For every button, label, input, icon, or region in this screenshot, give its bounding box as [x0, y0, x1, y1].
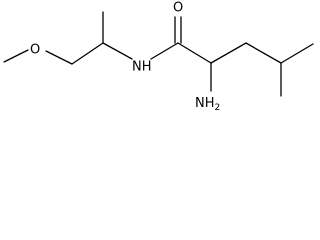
- amino-nh-label: NH: [195, 96, 215, 111]
- bond-o-ch2: [45, 50, 73, 65]
- amino-group-label: NH2: [195, 96, 220, 113]
- chemical-structure: O NH O NH2: [3, 1, 314, 113]
- carbonyl-oxygen-label: O: [173, 1, 183, 16]
- amino-subscript-label: 2: [215, 103, 221, 113]
- bond-ch-n: [102, 42, 133, 60]
- bond-n-carbonyl: [150, 42, 179, 60]
- bond-iso-methyl-1: [280, 43, 314, 64]
- methoxy-oxygen-label: O: [30, 43, 40, 58]
- amide-nitrogen-label: NH: [132, 60, 152, 75]
- bond-methyl-o: [3, 49, 29, 63]
- bond-ch2-ch: [71, 42, 104, 65]
- bond-ch2-ch-iso: [245, 42, 282, 64]
- bond-alpha-ch2: [210, 42, 247, 64]
- bond-carbonyl-alpha: [177, 42, 212, 64]
